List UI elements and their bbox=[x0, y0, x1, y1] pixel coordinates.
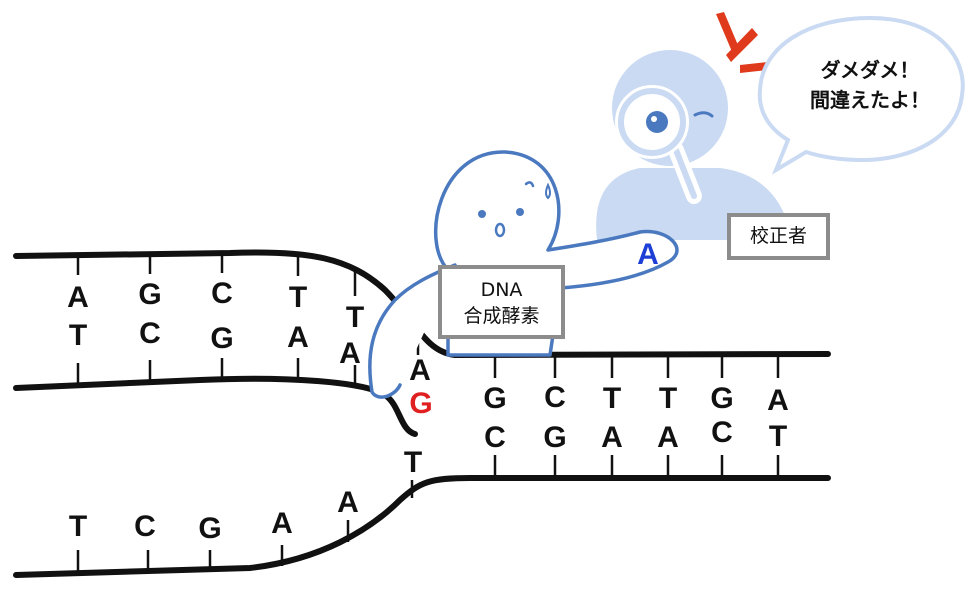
mismatched-base: G bbox=[409, 387, 432, 420]
speech-line2: 間違えたよ！ bbox=[810, 88, 930, 112]
speech-text: ダメダメ！ 間違えたよ！ bbox=[780, 55, 960, 115]
dna-backbones bbox=[13, 249, 831, 578]
inserted-base: A bbox=[409, 354, 431, 387]
base-letter: T bbox=[69, 319, 87, 352]
base-letter: G bbox=[138, 278, 161, 311]
base-letter: A bbox=[767, 384, 789, 417]
proofreader-label-text: 校正者 bbox=[749, 225, 807, 247]
enzyme-face bbox=[478, 181, 551, 238]
base-letter: C bbox=[134, 510, 156, 543]
proofreader-label: 校正者 bbox=[727, 213, 830, 260]
base-letter: T bbox=[769, 420, 787, 453]
base-letter: C bbox=[711, 416, 733, 449]
base-letter: A bbox=[67, 281, 89, 314]
base-letter: T bbox=[603, 382, 621, 415]
magnifying-glass-icon bbox=[615, 85, 702, 204]
base-letter: A bbox=[339, 337, 361, 370]
base-letter: A bbox=[337, 486, 359, 519]
enzyme-label-line1: DNA bbox=[480, 279, 523, 301]
base-letter: C bbox=[139, 317, 161, 350]
upper-left-top-bases: A G C T T bbox=[67, 277, 364, 334]
base-letter: A bbox=[657, 421, 679, 454]
held-base: A bbox=[637, 238, 659, 271]
speech-bubble bbox=[757, 15, 965, 175]
base-letter: G bbox=[198, 512, 221, 545]
enzyme-label-line2: 合成酵素 bbox=[463, 305, 540, 327]
base-letter: C bbox=[544, 381, 566, 414]
alert-marks-icon bbox=[716, 12, 768, 73]
base-letter: G bbox=[483, 382, 506, 415]
base-letter: G bbox=[543, 421, 566, 454]
right-bottom-bases: C G A A C T bbox=[484, 416, 787, 454]
speech-line1: ダメダメ！ bbox=[820, 58, 920, 82]
junction-bases: A G T bbox=[404, 354, 433, 479]
enzyme-label: DNA 合成酵素 bbox=[438, 265, 565, 339]
base-letter: A bbox=[271, 507, 293, 540]
lower-left-bases: T C G A A bbox=[69, 486, 359, 545]
base-letter: T bbox=[289, 281, 307, 314]
base-letter: C bbox=[211, 277, 233, 310]
base-pair-rungs bbox=[76, 253, 780, 574]
base-letter: T bbox=[404, 446, 422, 479]
base-letter: T bbox=[69, 510, 87, 543]
base-letter: A bbox=[601, 421, 623, 454]
base-letter: G bbox=[710, 382, 733, 415]
base-letter: C bbox=[484, 421, 506, 454]
base-letter: A bbox=[287, 321, 309, 354]
base-letter: G bbox=[210, 322, 233, 355]
base-letter: T bbox=[346, 301, 364, 334]
right-top-bases: G C T T G A bbox=[483, 381, 789, 417]
base-letter: T bbox=[659, 382, 677, 415]
upper-left-bottom-bases: T C G A A bbox=[69, 317, 361, 370]
